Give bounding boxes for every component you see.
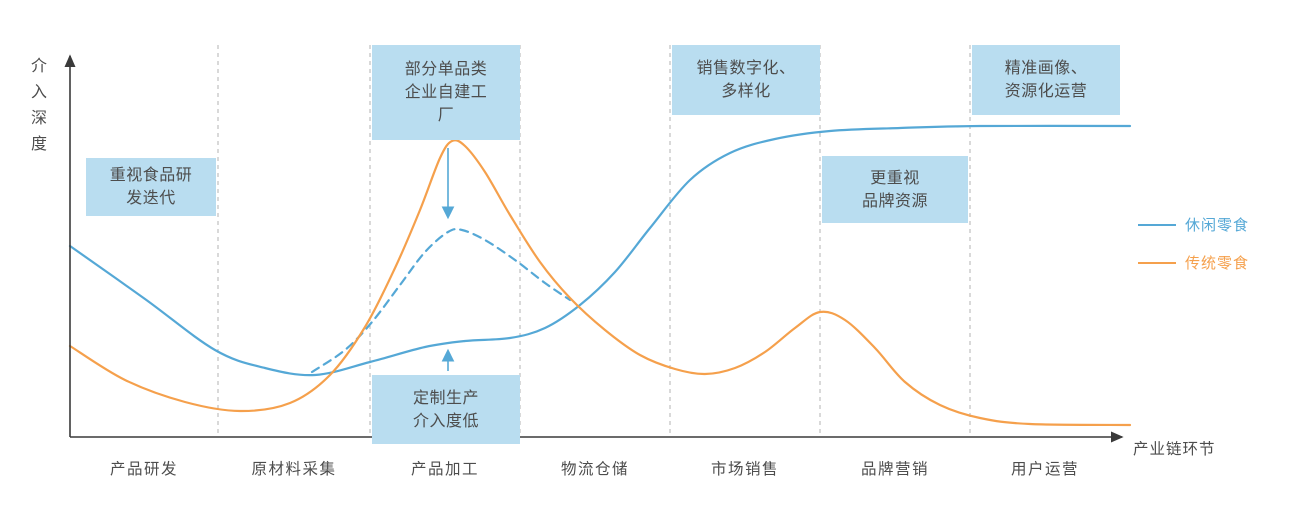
region-divider-lines xyxy=(217,45,971,437)
series-curve xyxy=(310,227,572,374)
annotation-text: 精准画像、 资源化运营 xyxy=(1004,60,1088,100)
legend-label: 传统零食 xyxy=(1185,255,1250,272)
legend-line-orange-icon xyxy=(1138,261,1176,264)
annotation-note-custom: 定制生产 介入度低 xyxy=(372,375,520,444)
y-axis-label: 介入深度 xyxy=(28,57,45,161)
x-tick-label-raw-material: 原材料采集 xyxy=(251,461,337,478)
x-tick-label-logistics: 物流仓储 xyxy=(560,461,629,478)
annotation-text: 重视食品研 发迭代 xyxy=(109,167,193,207)
x-tick-label-processing: 产品加工 xyxy=(410,461,479,478)
series-curves xyxy=(68,124,1132,427)
annotation-text: 销售数字化、 多样化 xyxy=(696,60,796,100)
annotation-note-brand: 更重视 品牌资源 xyxy=(822,156,968,223)
annotation-note-factory: 部分单品类 企业自建工 厂 xyxy=(372,45,520,140)
legend-label: 休闲零食 xyxy=(1185,217,1250,234)
x-tick-label-brand-marketing: 品牌营销 xyxy=(860,461,929,478)
annotation-text: 定制生产 介入度低 xyxy=(412,389,479,430)
x-tick-label-product-rd: 产品研发 xyxy=(109,461,178,478)
legend-item-traditional-snacks: 传统零食 xyxy=(1138,252,1249,273)
annotation-note-rd: 重视食品研 发迭代 xyxy=(86,158,216,216)
x-tick-label-user-operation: 用户运营 xyxy=(1010,461,1079,478)
series-curve xyxy=(68,124,1132,377)
x-axis-label: 产业链环节 xyxy=(1133,441,1216,458)
annotation-note-sales: 销售数字化、 多样化 xyxy=(672,45,820,115)
legend: 休闲零食 传统零食 xyxy=(1138,214,1249,273)
series-curve xyxy=(68,139,1132,427)
legend-item-leisure-snacks: 休闲零食 xyxy=(1138,214,1249,235)
annotation-note-user: 精准画像、 资源化运营 xyxy=(972,45,1120,115)
x-tick-label-market-sales: 市场销售 xyxy=(710,461,779,478)
annotation-text: 部分单品类 企业自建工 厂 xyxy=(404,61,488,124)
annotation-text: 更重视 品牌资源 xyxy=(861,169,928,210)
legend-line-blue-icon xyxy=(1138,223,1176,226)
